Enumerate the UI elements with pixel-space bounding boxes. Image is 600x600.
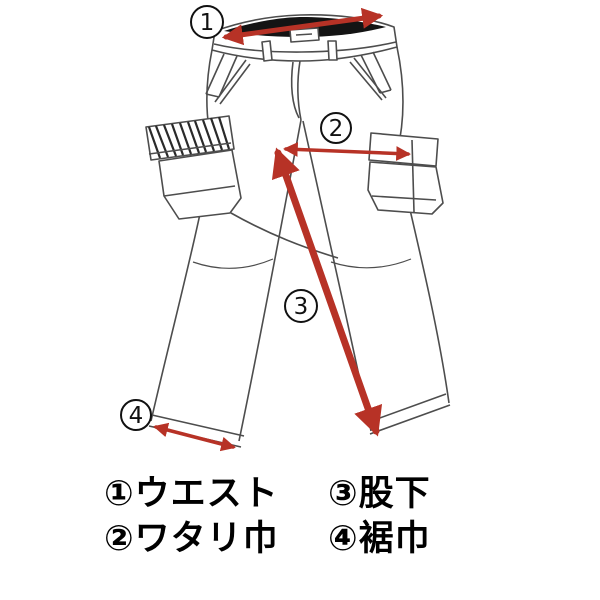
- pants-outline: [145, 14, 451, 448]
- measure-1-waist-arrow: [221, 7, 384, 46]
- legend-row-1: ①ウエスト ③股下: [104, 472, 544, 517]
- cargo-pocket-right-edge: [411, 139, 415, 213]
- hip-pocket-left: [214, 59, 251, 105]
- cargo-pocket-left-flap-edge: [148, 142, 232, 155]
- cargo-pocket-right-flap: [368, 132, 439, 167]
- left-inseam: [238, 119, 302, 442]
- legend-item-2-thigh: ②ワタリ巾: [104, 517, 328, 562]
- legend-item-3-label: 股下: [358, 474, 431, 513]
- knee-seam-left: [192, 258, 274, 269]
- measure-3-number: 3: [294, 294, 309, 320]
- measure-2-number: 2: [329, 116, 344, 142]
- right-outer-seam: [396, 46, 450, 404]
- knee-seam-right: [330, 258, 412, 269]
- side-loop-left: [205, 53, 238, 98]
- hem-left: [148, 414, 245, 448]
- legend-item-4-label: 裾巾: [358, 518, 431, 558]
- measure-4-number: 4: [129, 403, 144, 429]
- legend-item-4-hem: ④裾巾: [328, 517, 431, 562]
- cargo-pocket-left-fold: [163, 185, 236, 197]
- cargo-pocket-left-flap-hatch: [147, 116, 231, 159]
- belt-loop-left: [261, 40, 273, 62]
- left-outer-seam: [150, 49, 214, 422]
- legend-item-1-label: ウエスト: [134, 474, 279, 513]
- cargo-pocket-right-fold: [371, 195, 437, 201]
- legend-row-2: ②ワタリ巾 ④裾巾: [104, 517, 544, 562]
- legend-item-4-num: ④: [328, 518, 359, 558]
- measurement-arrows: [153, 7, 411, 452]
- legend-item-1-num: ①: [104, 474, 135, 513]
- measure-3-inseam-arrow: [271, 147, 383, 437]
- cargo-pocket-left-flap: [145, 115, 235, 161]
- fly-seam: [297, 60, 302, 121]
- legend-item-3-inseam: ③股下: [328, 472, 431, 517]
- measure-2-badge: 2: [320, 112, 352, 144]
- belt-loop-right: [327, 40, 338, 61]
- legend-item-1-waist: ①ウエスト: [104, 472, 328, 517]
- measure-1-number: 1: [200, 10, 215, 36]
- measure-4-badge: 4: [120, 399, 152, 431]
- measurement-badges: 1 2 3 4: [120, 5, 352, 431]
- fly-stitch: [290, 61, 300, 119]
- measure-3-badge: 3: [284, 289, 318, 323]
- front-tab-slit: [295, 33, 313, 36]
- thigh-cross-seam: [230, 212, 339, 259]
- waistband-stitch: [213, 41, 397, 53]
- measure-4-hem-arrow: [153, 422, 236, 452]
- legend-item-3-num: ③: [328, 474, 359, 513]
- legend-item-2-num: ②: [104, 518, 135, 558]
- legend: ①ウエスト ③股下 ②ワタリ巾 ④裾巾: [104, 472, 544, 562]
- cargo-pocket-right-body: [367, 161, 444, 215]
- measure-1-badge: 1: [190, 5, 224, 39]
- hip-pocket-right: [349, 57, 387, 101]
- cargo-pocket-left-body: [158, 149, 242, 220]
- legend-item-2-label: ワタリ巾: [134, 518, 279, 558]
